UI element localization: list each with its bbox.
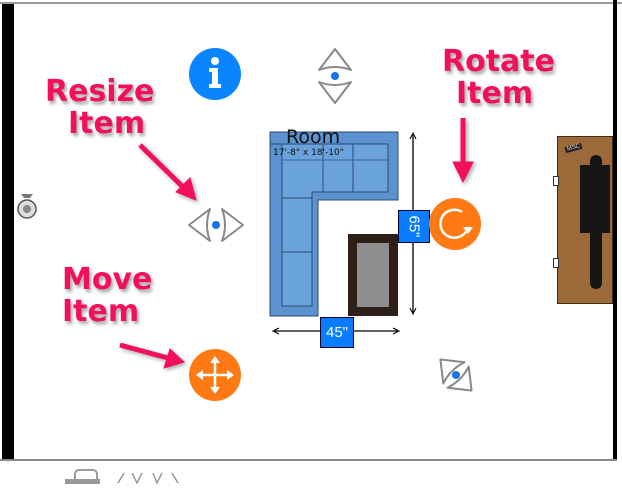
canvas-bottom-border [0, 459, 617, 461]
resize-arrow [138, 143, 188, 192]
tv-stand-item[interactable]: MSC [557, 136, 613, 304]
rug-inner [357, 243, 389, 307]
width-dimension-label[interactable]: 45" [320, 317, 354, 348]
camera-icon[interactable] [16, 192, 38, 222]
info-button[interactable] [188, 47, 242, 101]
tv-label: MSC [564, 142, 583, 154]
room-title: Room [286, 126, 341, 148]
depth-dimension-label[interactable]: 65" [398, 210, 430, 243]
move-callout: Move Item [62, 262, 153, 329]
resize-handle-top[interactable] [315, 46, 355, 106]
move-arrow [119, 342, 169, 361]
tv-stand-clip [553, 258, 559, 268]
rotate-callout: Rotate Item [442, 44, 555, 111]
move-button[interactable] [188, 348, 242, 402]
bottom-toolbar [0, 461, 622, 487]
rotate-button[interactable] [428, 197, 482, 251]
sectional-sofa[interactable] [268, 130, 402, 320]
toolbar-icons[interactable] [0, 461, 622, 487]
room-dimensions: 17'-8" x 18'-10" [273, 148, 344, 158]
canvas-top-border [0, 2, 622, 4]
canvas-right-border [613, 0, 617, 460]
left-panel-edge [2, 4, 14, 460]
resize-callout: Resize Item [45, 74, 155, 141]
rug-item[interactable] [348, 234, 398, 316]
resize-handle-diagonal[interactable] [432, 352, 480, 398]
tv-body [590, 155, 602, 289]
resize-handle-left[interactable] [186, 205, 246, 245]
tv-stand-clip [553, 176, 559, 186]
